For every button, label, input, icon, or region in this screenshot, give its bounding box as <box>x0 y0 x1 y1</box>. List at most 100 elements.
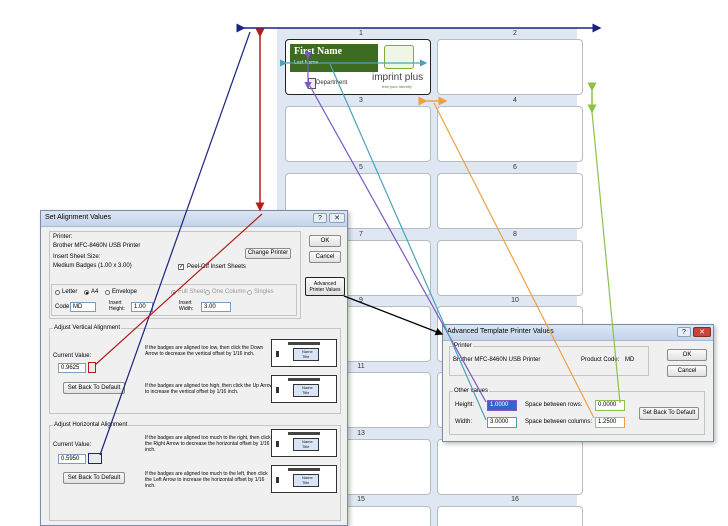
radio-full-sheet-label: Full Sheet <box>178 289 206 295</box>
advanced-reset-button[interactable]: Set Back To Default <box>639 407 699 420</box>
label-slot-8[interactable] <box>437 240 583 296</box>
radio-letter-label: Letter <box>62 289 78 295</box>
columns-field[interactable]: 1.2500 <box>595 417 625 428</box>
alignment-dialog: Set Alignment Values ? ✕ Printer: Brothe… <box>40 210 348 526</box>
product-code-label: Product Code: <box>581 357 620 363</box>
label-number-5: 5 <box>359 164 363 171</box>
insert-height-label: Insert Height: <box>109 300 125 312</box>
radio-a4[interactable] <box>84 290 89 295</box>
horizontal-spinner[interactable] <box>88 453 102 464</box>
radio-envelope-label: Envelope <box>112 289 138 295</box>
advanced-dialog-title: Advanced Template Printer Values <box>447 328 554 335</box>
radio-singles[interactable] <box>247 290 252 295</box>
radio-envelope[interactable] <box>105 290 110 295</box>
label-number-1: 1 <box>359 30 363 37</box>
label-slot-3[interactable] <box>285 106 431 162</box>
label-slot-4[interactable] <box>437 106 583 162</box>
alignment-dialog-title: Set Alignment Values <box>45 214 112 221</box>
label-number-9: 9 <box>359 297 363 304</box>
alignment-dialog-titlebar: Set Alignment Values ? ✕ <box>41 211 347 227</box>
code-field[interactable]: MD <box>70 302 96 312</box>
label-number-15: 15 <box>357 496 365 503</box>
label-number-8: 8 <box>513 231 517 238</box>
close-button[interactable]: ✕ <box>329 213 345 223</box>
sheet-size-value: Medium Badges (1.00 x 3.00) <box>53 263 132 269</box>
horizontal-alignment-legend: Adjust Horizontal Alignment <box>53 422 129 428</box>
badge-brand: imprint plus <box>372 72 424 83</box>
badge-tagline: free your identity <box>382 84 412 89</box>
label-slot-14[interactable] <box>437 439 583 495</box>
radio-one-column-label: One Column <box>212 289 246 295</box>
code-label: Code: <box>55 304 72 310</box>
vertical-help-low: If the badges are aligned too low, then … <box>145 345 264 357</box>
label-number-6: 6 <box>513 164 517 171</box>
radio-one-column[interactable] <box>205 290 210 295</box>
arrow-down-icon <box>276 351 279 357</box>
radio-full-sheet[interactable] <box>171 290 176 295</box>
arrow-up-icon <box>276 387 279 393</box>
label-number-7: 7 <box>359 231 363 238</box>
advanced-help-button[interactable]: ? <box>677 327 691 337</box>
height-field[interactable]: 1.0000 <box>487 400 517 411</box>
radio-singles-label: Singles <box>254 289 274 295</box>
advanced-ok-button[interactable]: OK <box>667 349 707 361</box>
help-button[interactable]: ? <box>313 213 327 223</box>
label-number-13: 13 <box>357 430 365 437</box>
label-slot-16[interactable] <box>437 506 583 526</box>
badge-first-name: First Name <box>294 46 343 57</box>
height-label: Height: <box>455 402 475 408</box>
cancel-button[interactable]: Cancel <box>309 251 341 263</box>
arrow-left-icon <box>276 477 279 483</box>
printer-name: Brother MFC-8460N USB Printer <box>53 243 141 249</box>
horizontal-current-label: Current Value: <box>53 442 92 448</box>
horizontal-value-field[interactable]: 0.5950 <box>58 454 86 464</box>
radio-a4-label: A4 <box>91 289 99 295</box>
vertical-spinner[interactable] <box>88 362 96 373</box>
horizontal-help-left: If the badges are aligned too much to th… <box>145 471 268 489</box>
insert-width-label: Insert Width: <box>179 300 194 312</box>
sheet-size-label: Insert Sheet Size: <box>53 254 101 260</box>
vertical-help-high: If the badges are aligned too high, then… <box>145 383 274 395</box>
rows-label: Space between rows: <box>525 402 583 408</box>
advanced-dialog: Advanced Template Printer Values ? ✕ Pri… <box>442 324 714 442</box>
insert-width-field[interactable]: 3.00 <box>201 302 231 312</box>
peel-off-label: Peel-Off Insert Sheets <box>187 264 246 270</box>
label-number-3: 3 <box>359 97 363 104</box>
width-label: Width: <box>455 419 473 425</box>
advanced-close-button[interactable]: ✕ <box>693 327 711 337</box>
department-marker-icon <box>308 78 316 89</box>
width-field[interactable]: 3.0000 <box>487 417 517 428</box>
insert-height-field[interactable]: 1.00 <box>131 302 153 312</box>
handshake-logo-icon <box>384 45 414 69</box>
vertical-value-field[interactable]: 0.9625 <box>58 363 86 373</box>
advanced-printer-values-button[interactable]: Advanced Printer Values <box>305 277 345 296</box>
label-slot-6[interactable] <box>437 173 583 229</box>
other-values-legend: Other values <box>453 388 490 394</box>
radio-letter[interactable] <box>55 290 60 295</box>
columns-label: Space between columns: <box>525 419 593 425</box>
badge-last-name: Last Name <box>294 60 319 66</box>
advanced-dialog-titlebar: Advanced Template Printer Values ? ✕ <box>443 325 713 341</box>
badge-preview[interactable]: First Name Last Name imprint plus free y… <box>285 39 431 95</box>
product-code-value: MD <box>625 357 635 363</box>
vertical-current-label: Current Value: <box>53 353 92 359</box>
label-number-16: 16 <box>511 496 519 503</box>
change-printer-button[interactable]: Change Printer <box>245 248 291 259</box>
badge-department: Department <box>316 80 348 86</box>
advanced-cancel-button[interactable]: Cancel <box>667 365 707 377</box>
rows-field[interactable]: 0.0000 <box>595 400 625 411</box>
arrow-right-icon <box>276 441 279 447</box>
label-number-10: 10 <box>511 297 519 304</box>
label-number-2: 2 <box>513 30 517 37</box>
label-slot-2[interactable] <box>437 39 583 95</box>
label-number-11: 11 <box>357 363 365 370</box>
ok-button[interactable]: OK <box>309 235 341 247</box>
horizontal-reset-button[interactable]: Set Back To Default <box>63 472 125 484</box>
vertical-reset-button[interactable]: Set Back To Default <box>63 382 125 394</box>
peel-off-checkbox[interactable]: ✓ <box>178 264 185 270</box>
vertical-alignment-legend: Adjust Vertical Alignment <box>53 325 122 331</box>
